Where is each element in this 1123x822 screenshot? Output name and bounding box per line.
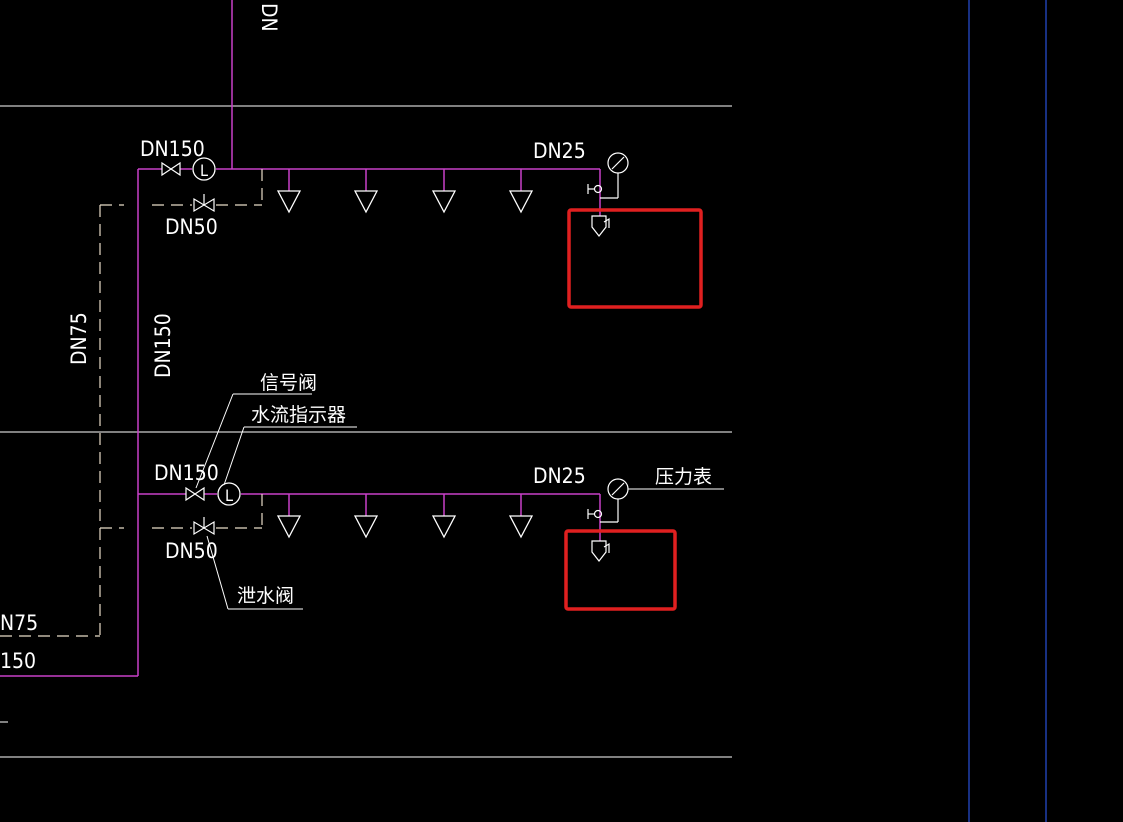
upper-drain-valve-icon [193,197,215,213]
upper-test-valve-icon [593,184,603,194]
lower-drain-valve-icon [193,520,215,536]
upper-sprinkler-icon-4 [508,190,534,214]
upper-gauge-needle [611,156,625,170]
drain-valve-leader [206,535,229,610]
lower-main-label: DN150 [154,461,219,485]
upper-sprinkler-icon-2 [353,190,379,214]
drain-valve-label: 泄水阀 [237,585,294,607]
drain-lines [0,169,263,637]
upper-end-sprinkler-highlight [567,208,703,309]
lower-signal-valve-icon [185,486,205,502]
lower-end-sprinkler-tail [603,542,610,553]
lower-drain-label: DN50 [165,539,218,563]
top-riser-label: DN [257,3,281,32]
signal-valve-label: 信号阀 [260,372,317,394]
lower-sprinkler-icon-3 [431,515,457,539]
pressure-gauge-label: 压力表 [655,466,712,488]
upper-main-label: DN150 [140,137,205,161]
lower-end-sprinkler-icon [591,540,607,562]
valves [161,161,215,536]
upper-sprinkler-icon-1 [276,190,302,214]
leader-lines [195,393,724,610]
upper-end-sprinkler-icon [591,215,607,237]
text-labels: DN DN150 DN50 DN25 DN75 DN150 信号阀 水流指示器 … [0,3,712,673]
upper-flow-indicator-icon [192,157,216,181]
lower-sprinkler-icon-4 [508,515,534,539]
lower-gauge-needle [611,482,625,496]
flow-indicator-label: 水流指示器 [251,404,346,426]
flow-indicator-leader [223,426,245,486]
lower-flow-indicator-icon [217,482,241,506]
left-dn150-partial-label: 150 [0,649,36,673]
lower-sprinkler-icon-1 [276,515,302,539]
upper-flow-indicator-symbol: L [200,161,208,180]
upper-signal-valve-icon [161,161,181,177]
lower-end-sprinkler-highlight [564,529,677,611]
reference-lines [0,105,732,758]
flow-indicators: L L [192,157,241,506]
end-test-assemblies [587,152,629,562]
blue-frame-lines [968,0,1047,822]
upper-branch-label: DN25 [533,139,586,163]
upper-drain-label: DN50 [165,215,218,239]
lower-test-valve-icon [593,509,603,519]
lower-flow-indicator-symbol: L [225,486,233,505]
vertical-dn75-label: DN75 [67,312,91,365]
upper-sprinkler-icon-3 [431,190,457,214]
lower-branch-label: DN25 [533,464,586,488]
sprinklers [276,190,534,539]
highlight-boxes [564,208,703,611]
vertical-dn150-label: DN150 [151,313,175,378]
upper-end-sprinkler-tail [603,217,610,228]
signal-valve-leader [195,393,234,489]
lower-sprinkler-icon-2 [353,515,379,539]
left-dn75-partial-label: N75 [0,611,38,635]
